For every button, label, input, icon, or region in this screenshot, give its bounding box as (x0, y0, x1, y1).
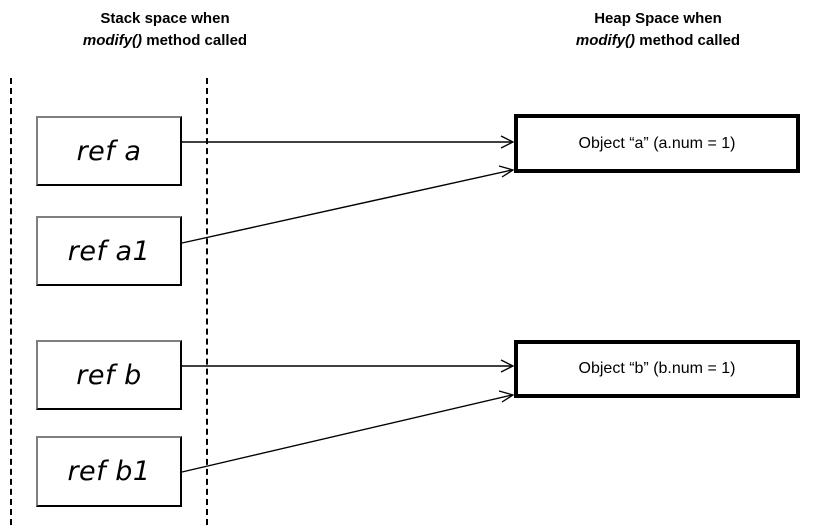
stack-title-method: modify() (82, 31, 143, 49)
stack-section-title: Stack space when modify() method called (20, 8, 310, 52)
stack-title-line2: modify() method called (20, 30, 310, 52)
stack-right-boundary-line (206, 78, 208, 525)
stack-box-ref-a1: ref a1 (36, 216, 182, 286)
stack-left-boundary-line (10, 78, 12, 525)
stack-box-ref-b-label: ref b (76, 359, 142, 391)
stack-box-ref-b: ref b (36, 340, 182, 410)
stack-box-ref-a-label: ref a (76, 135, 142, 167)
heap-box-object-a-label: Object “a” (a.num = 1) (578, 134, 736, 152)
heap-box-object-a: Object “a” (a.num = 1) (514, 114, 800, 173)
heap-title-method: modify() (575, 31, 636, 49)
heap-title-line2: modify() method called (510, 30, 806, 52)
arrow-ref-a-to-object-a (182, 135, 515, 149)
arrow-ref-b-to-object-b (182, 359, 515, 373)
stack-title-suffix: method called (142, 31, 248, 49)
stack-box-ref-b1: ref b1 (36, 436, 182, 507)
heap-title-suffix: method called (635, 31, 741, 49)
heap-box-object-b: Object “b” (b.num = 1) (514, 340, 800, 398)
heap-section-title: Heap Space when modify() method called (510, 8, 806, 52)
stack-title-line1: Stack space when (100, 10, 230, 27)
stack-box-ref-a1-label: ref a1 (67, 235, 151, 267)
heap-title-line1: Heap Space when (594, 10, 722, 27)
arrow-ref-b1-to-object-b (181, 390, 515, 473)
stack-box-ref-b1-label: ref b1 (67, 456, 151, 487)
stack-box-ref-a: ref a (36, 116, 182, 186)
arrow-ref-a1-to-object-a (181, 165, 515, 244)
heap-box-object-b-label: Object “b” (b.num = 1) (578, 360, 736, 377)
